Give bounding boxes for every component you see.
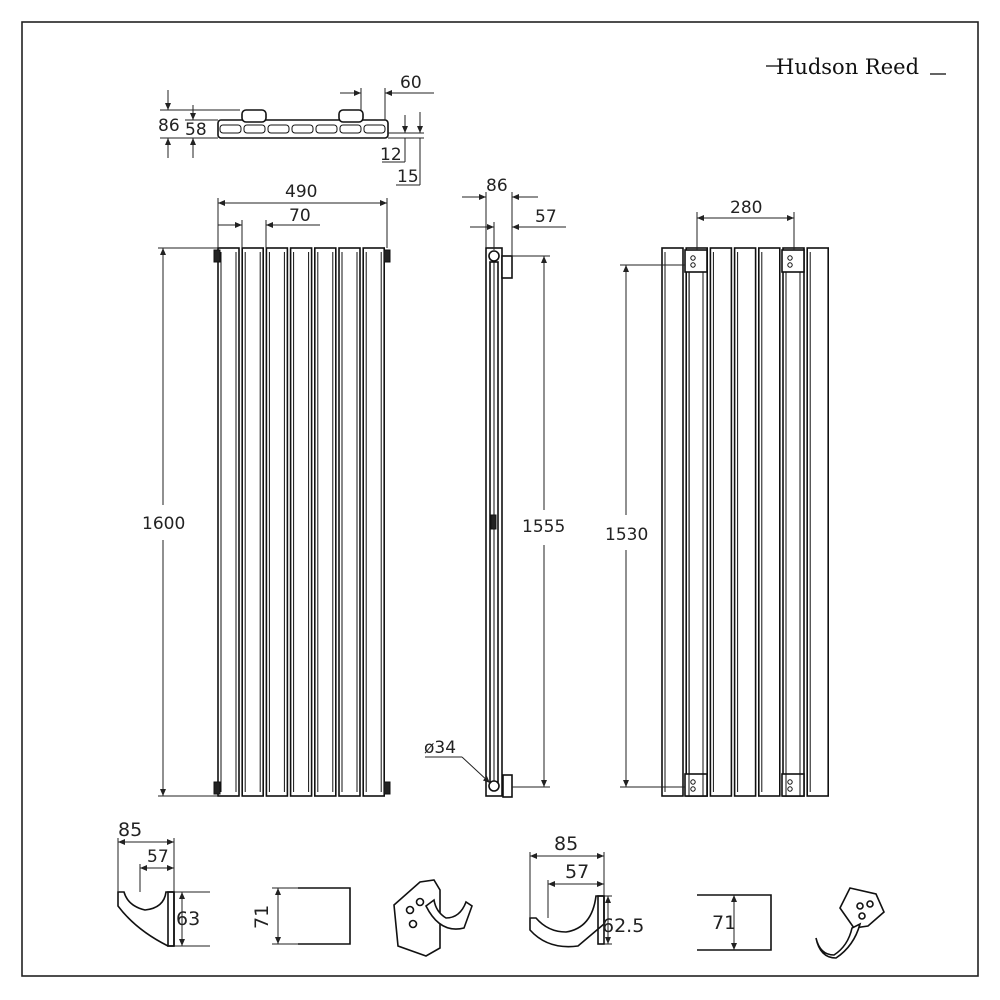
bracket-b-dim-71: 71: [712, 912, 736, 934]
side-dim-57: 57: [535, 207, 557, 227]
bracket-b-plate: 71: [697, 894, 772, 951]
bracket-a-3d: [393, 879, 473, 957]
radiator-column: [241, 247, 264, 797]
bracket-a-dim-85: 85: [118, 819, 142, 841]
bracket-a-side: 85 57 63: [117, 819, 210, 947]
back-dim-1530: 1530: [605, 525, 648, 545]
front-view: 490 70 1600: [142, 182, 391, 797]
plan-column-section: [291, 124, 314, 134]
bracket-b-dim-85: 85: [554, 833, 578, 855]
front-dim-1600: 1600: [142, 514, 185, 534]
bracket-b-dim-57: 57: [565, 861, 589, 883]
plan-column-section: [243, 124, 266, 134]
plan-dim-86: 86: [158, 116, 180, 136]
plan-dim-12: 12: [380, 145, 402, 165]
bracket-b-side: 85 57 62.5: [529, 833, 644, 948]
radiator-column: [217, 247, 240, 797]
wall-bracket: [781, 508, 805, 797]
radiator-column: [757, 247, 781, 797]
side-dim-diameter: ø34: [424, 738, 456, 758]
valve-cap: [213, 249, 221, 263]
plan-view: 60 86 58 12 15: [158, 73, 434, 187]
side-view: 86 57 1555 ø34: [424, 176, 566, 798]
plan-dim-15: 15: [397, 167, 419, 187]
radiator-column: [362, 247, 386, 797]
bracket-a-dim-57: 57: [147, 847, 169, 867]
radiator-column: [733, 247, 757, 797]
bracket-a-dim-71: 71: [251, 905, 273, 929]
radiator-column: [709, 247, 733, 797]
radiator-column: [289, 247, 313, 797]
front-dim-490: 490: [285, 182, 317, 202]
radiator-column: [661, 247, 684, 797]
plan-dim-58: 58: [185, 120, 207, 140]
brand-name: Hudson Reed: [776, 55, 919, 79]
wall-bracket: [684, 249, 708, 536]
radiator-column: [806, 247, 830, 797]
wall-bracket: [781, 249, 805, 536]
bracket-b-dim-625: 62.5: [602, 915, 644, 937]
plan-column-section: [219, 124, 242, 134]
brand-logo: Hudson Reed: [766, 55, 946, 79]
wall-bracket: [684, 508, 708, 797]
back-dim-280: 280: [730, 198, 762, 218]
valve-cap: [213, 781, 221, 795]
radiator-column: [313, 247, 337, 797]
back-view: 280 1530: [605, 198, 830, 797]
radiator-column: [338, 247, 361, 797]
plan-column-section: [267, 124, 290, 134]
bracket-a-dim-63: 63: [176, 908, 200, 930]
bracket-b-3d: [815, 887, 885, 959]
plan-column-section: [315, 124, 338, 134]
plan-column-section: [339, 124, 362, 134]
plan-column-section: [363, 124, 386, 134]
valve-cap: [383, 781, 391, 795]
drawing-frame: [21, 21, 979, 977]
bracket-a-plate: 71: [251, 887, 351, 945]
radiator-column: [265, 247, 289, 797]
valve-cap: [383, 249, 391, 263]
plan-dim-60: 60: [400, 73, 422, 93]
side-dim-1555: 1555: [522, 517, 565, 537]
front-dim-70: 70: [289, 206, 311, 226]
side-dim-86: 86: [486, 176, 508, 196]
